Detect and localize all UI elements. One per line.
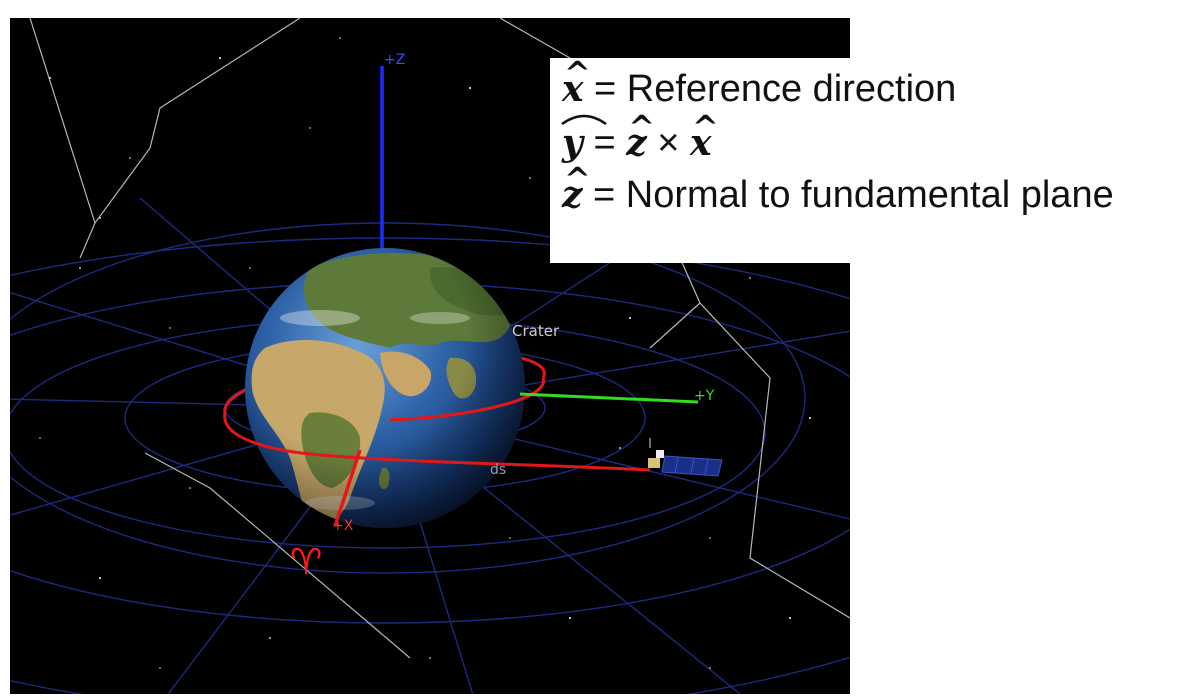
constellation-lines [29,18,850,659]
starfield [39,37,811,669]
y-axis-label: +Y [694,388,715,404]
x-axis-label: +X [332,518,354,534]
earth-globe [245,248,525,528]
y-axis-line [519,392,699,404]
legend-line-y: y = ^z × ^x [561,108,719,164]
scene-graphics [10,18,850,694]
orbit-lower [223,412,651,472]
z-hat-symbol: ^z [562,160,591,216]
z-axis-label: +Z [384,52,406,68]
x-hat-symbol: ^x [562,54,591,110]
partial-object-label: ds [490,462,507,478]
orbit-front [389,377,545,422]
x-axis-line [333,449,362,527]
aries-symbol: ♈︎ [290,542,323,583]
z-hat-definition: = Normal to fundamental plane [582,174,1114,216]
crater-label: Crater [512,322,560,340]
y-hat-symbol: y [561,114,607,164]
x-hat-definition: = Reference direction [583,68,957,110]
z-hat-term: ^z [626,108,656,164]
legend-line-x: ^x = Reference direction [562,54,957,111]
x-hat-term: ^x [690,108,719,164]
frame-definition-legend: ^x = Reference direction y = ^z × ^x ^z … [550,54,1186,263]
satellite-icon [648,450,723,477]
legend-line-z: ^z = Normal to fundamental plane [562,160,1114,217]
